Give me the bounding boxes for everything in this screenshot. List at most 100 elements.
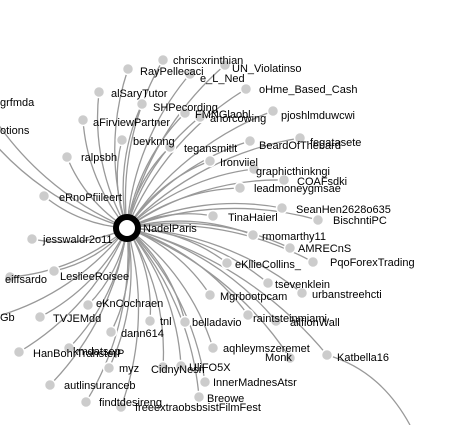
graph-node[interactable] <box>60 150 74 164</box>
graph-node[interactable] <box>277 173 291 187</box>
graph-node[interactable] <box>203 288 217 302</box>
graph-link-offscreen <box>326 354 411 425</box>
graph-node[interactable] <box>156 360 170 374</box>
graph-node[interactable] <box>218 58 232 72</box>
node-label: Breowe <box>207 393 244 405</box>
graph-node[interactable] <box>203 154 217 168</box>
graph-node[interactable] <box>37 189 51 203</box>
graph-node[interactable] <box>174 359 188 373</box>
graph-node[interactable] <box>261 276 275 290</box>
graph-node[interactable] <box>293 131 307 145</box>
graph-link <box>124 59 164 229</box>
graph-link <box>126 227 182 367</box>
graph-node[interactable] <box>114 400 128 414</box>
graph-node[interactable] <box>320 348 334 362</box>
graph-node[interactable] <box>198 375 212 389</box>
node-label: aFirviewPartner <box>93 117 170 129</box>
node-label: alSaryTutor <box>111 88 168 100</box>
graph-link <box>126 227 291 359</box>
hub-label: NadelParis <box>143 223 197 235</box>
graph-link <box>108 227 132 369</box>
graph-node[interactable] <box>163 140 177 154</box>
graph-link <box>126 179 285 229</box>
graph-node[interactable] <box>92 85 106 99</box>
graph-node[interactable] <box>183 67 197 81</box>
node-label: aqhleymszeremet <box>223 343 310 355</box>
graph-node[interactable] <box>193 110 207 124</box>
graph-node[interactable] <box>102 361 116 375</box>
hub-node[interactable] <box>113 214 141 242</box>
graph-node[interactable] <box>283 351 297 365</box>
graph-node[interactable] <box>115 133 129 147</box>
graph-node[interactable] <box>243 134 257 148</box>
node-label: eKnCochraen <box>96 298 163 310</box>
node-label: otions <box>0 125 30 137</box>
graph-node[interactable] <box>241 308 255 322</box>
graph-link <box>126 227 206 383</box>
graph-node[interactable] <box>306 255 320 269</box>
graph-node[interactable] <box>192 390 206 404</box>
node-label: oHme_Based_Cash <box>259 84 357 96</box>
graph-node[interactable] <box>206 341 220 355</box>
graph-node[interactable] <box>266 104 280 118</box>
graph-node[interactable] <box>275 201 289 215</box>
graph-link <box>126 227 328 356</box>
graph-node[interactable] <box>12 345 26 359</box>
node-label: bevknng <box>133 136 175 148</box>
graph-node[interactable] <box>178 315 192 329</box>
graph-node[interactable] <box>0 312 2 323</box>
graph-link <box>126 227 165 368</box>
node-label: UliFO5X <box>189 362 231 374</box>
graph-link <box>0 148 128 229</box>
graph-link <box>18 227 128 353</box>
graph-node[interactable] <box>311 213 325 227</box>
graph-node[interactable] <box>239 82 253 96</box>
graph-node[interactable] <box>25 232 39 246</box>
graph-node[interactable] <box>295 286 309 300</box>
graph-node[interactable] <box>104 325 118 339</box>
node-label: anorcowing <box>210 113 266 125</box>
node-label: Gb <box>0 312 15 324</box>
graph-node[interactable] <box>206 209 220 223</box>
graph-node[interactable] <box>43 378 57 392</box>
node-label: RayPellecaci <box>140 66 204 78</box>
graph-link <box>49 227 128 386</box>
node-label: pjoshlmduwcwi <box>281 110 355 122</box>
graph-node[interactable] <box>135 97 149 111</box>
graph-node[interactable] <box>81 298 95 312</box>
graph-link <box>126 207 319 229</box>
graph-link <box>85 227 129 403</box>
label-layer: chriscxrinthianUN_ViolatinsoRayPellecaci… <box>0 55 415 414</box>
graph-node[interactable] <box>76 113 90 127</box>
node-label: findtdesireng <box>99 397 162 409</box>
graph-node[interactable] <box>121 62 135 76</box>
node-layer <box>0 53 334 414</box>
graph-node[interactable] <box>143 314 157 328</box>
node-label: dann614 <box>121 328 164 340</box>
graph-node[interactable] <box>3 270 17 284</box>
node-label: InnerMadnesAtsr <box>213 377 297 389</box>
graph-node[interactable] <box>247 162 261 176</box>
graph-node[interactable] <box>178 106 192 120</box>
node-label: Mgrbootpcam <box>220 291 287 303</box>
node-label: graphicthinkngi <box>256 166 330 178</box>
graph-node[interactable] <box>269 314 283 328</box>
graph-node[interactable] <box>156 53 170 67</box>
node-label: tsevenklein <box>275 279 330 291</box>
node-label: tnl <box>160 316 172 328</box>
node-label: BeardOfThebard <box>259 140 341 152</box>
graph-node[interactable] <box>33 310 47 324</box>
graph-node[interactable] <box>47 264 61 278</box>
graph-node[interactable] <box>79 395 93 409</box>
graph-link <box>126 222 291 249</box>
node-label: ralpsbh <box>81 152 117 164</box>
graph-node[interactable] <box>62 341 76 355</box>
node-label: e_L_Ned <box>200 73 245 85</box>
graph-node[interactable] <box>220 256 234 270</box>
graph-node[interactable] <box>233 181 247 195</box>
graph-node[interactable] <box>246 228 260 242</box>
graph-node[interactable] <box>283 241 297 255</box>
node-label: rmomarthy11 <box>262 231 326 243</box>
